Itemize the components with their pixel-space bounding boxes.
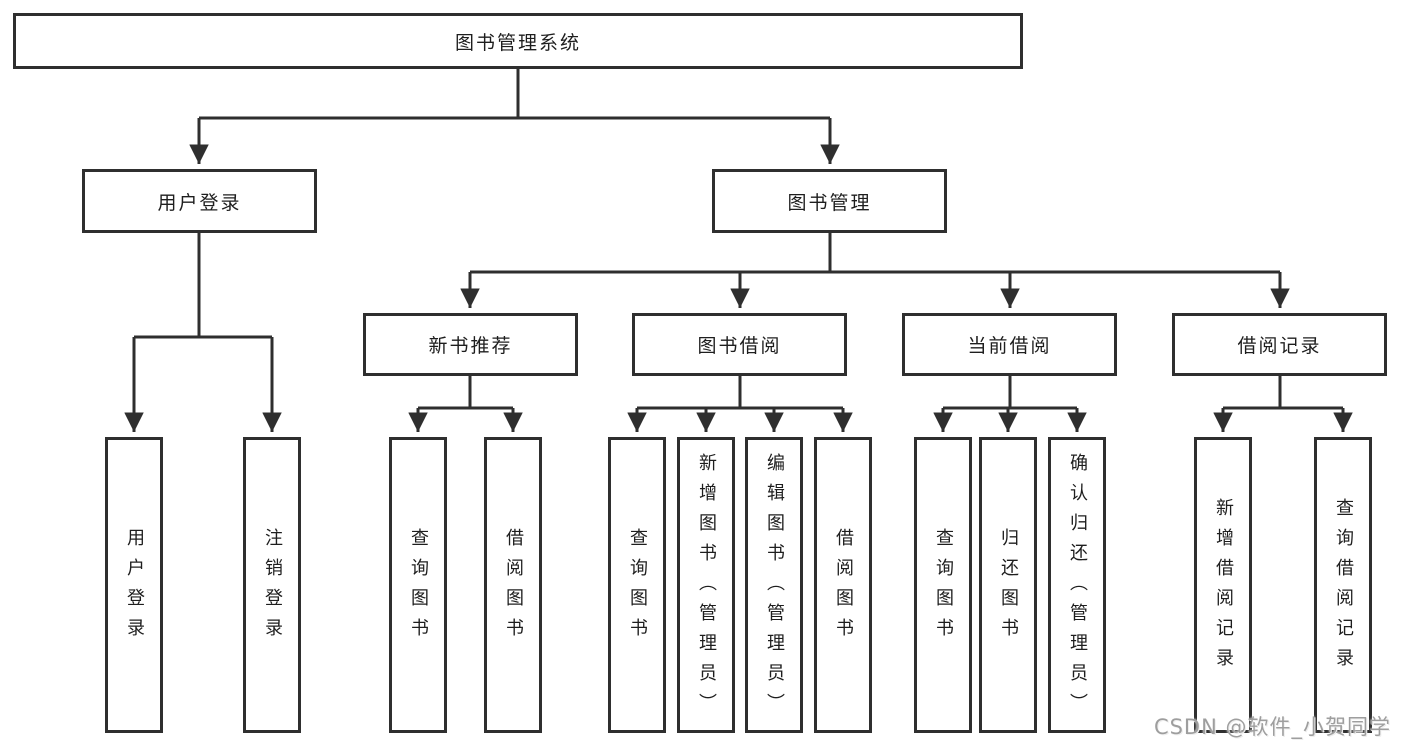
leaf-confirm-return-admin: 确认归还（管理员） xyxy=(1048,437,1106,733)
csdn-watermark: CSDN @软件_小贺同学 xyxy=(1153,715,1391,739)
node-book-management: 图书管理 xyxy=(712,169,947,233)
node-user-login: 用户登录 xyxy=(82,169,317,233)
node-book-borrow: 图书借阅 xyxy=(632,313,847,376)
leaf-user-login: 用户登录 xyxy=(105,437,163,733)
node-current-borrow: 当前借阅 xyxy=(902,313,1117,376)
leaf-borrow-query-books: 查询图书 xyxy=(608,437,666,733)
leaf-borrow-books: 借阅图书 xyxy=(814,437,872,733)
leaf-logout: 注销登录 xyxy=(243,437,301,733)
leaf-return-books: 归还图书 xyxy=(979,437,1037,733)
leaf-add-borrow-record: 新增借阅记录 xyxy=(1194,437,1252,733)
leaf-add-book-admin: 新增图书（管理员） xyxy=(677,437,735,733)
node-new-book-recommend: 新书推荐 xyxy=(363,313,578,376)
leaf-recommend-query-books: 查询图书 xyxy=(389,437,447,733)
node-library-system: 图书管理系统 xyxy=(13,13,1023,69)
leaf-current-query-books: 查询图书 xyxy=(914,437,972,733)
leaf-recommend-borrow-books: 借阅图书 xyxy=(484,437,542,733)
leaf-edit-book-admin: 编辑图书（管理员） xyxy=(745,437,803,733)
node-borrow-records: 借阅记录 xyxy=(1172,313,1387,376)
leaf-query-borrow-record: 查询借阅记录 xyxy=(1314,437,1372,733)
